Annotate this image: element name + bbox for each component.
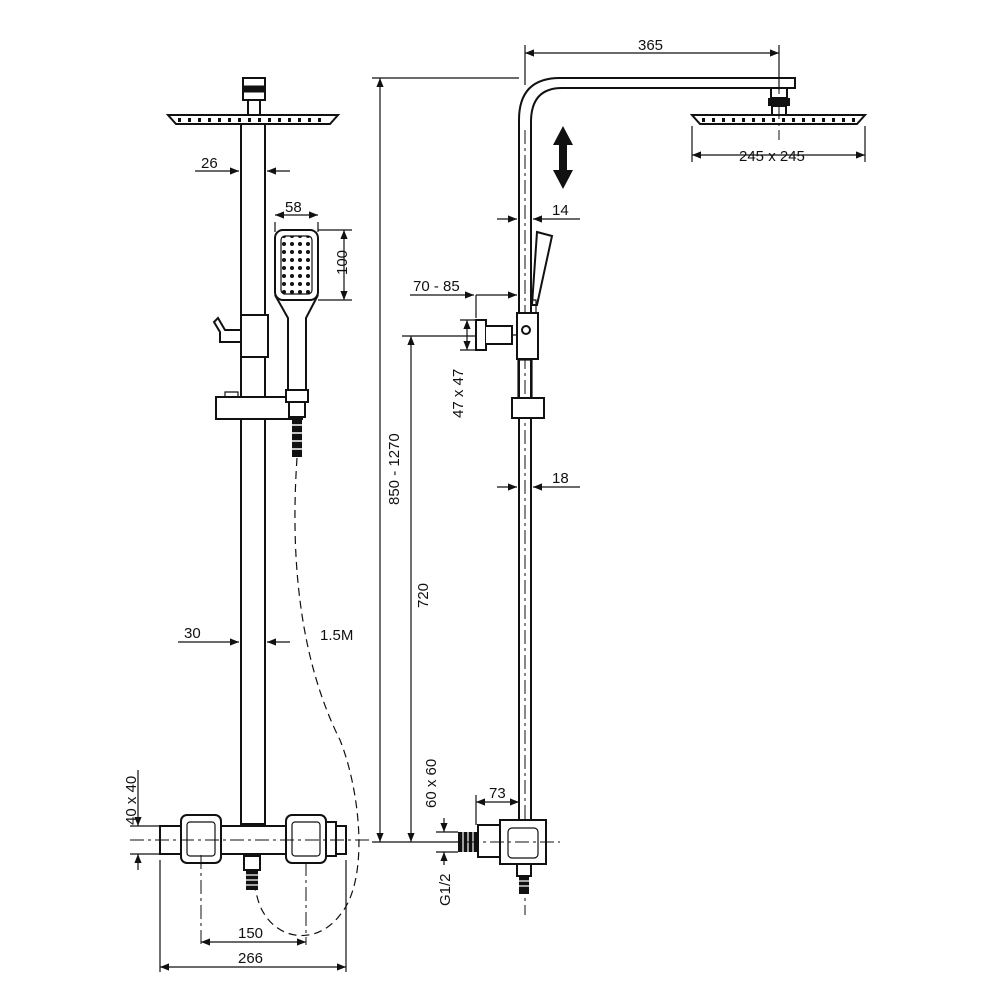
dim-hose-length: 1.5M: [320, 627, 353, 644]
dim-lower-pipe: 18: [497, 470, 580, 491]
dim-inlet-centers: 150: [201, 925, 306, 946]
svg-text:30: 30: [184, 625, 201, 642]
svg-text:18: 18: [552, 470, 569, 487]
dim-arm-reach: 365: [524, 37, 780, 90]
svg-text:G1/2: G1/2: [437, 873, 454, 906]
svg-text:58: 58: [285, 199, 302, 216]
dim-bracket-size: 47 x 47: [450, 319, 476, 418]
side-riser-and-arm: [518, 77, 796, 820]
front-view: 26 58 100 30 1.5M 40 x 40: [123, 77, 370, 972]
dim-wall-distance: 70 - 85: [410, 278, 517, 318]
dim-upper-pipe: 14: [497, 202, 580, 223]
svg-text:40 x 40: 40 x 40: [123, 776, 140, 825]
front-width-extension: [159, 860, 347, 972]
side-wall-bracket: [475, 312, 539, 360]
front-mixer: [159, 814, 347, 890]
svg-text:850 - 1270: 850 - 1270: [386, 433, 403, 505]
dim-mixer-width: 266: [160, 950, 346, 971]
side-hand-shower: [530, 230, 554, 315]
svg-text:70 - 85: 70 - 85: [413, 278, 460, 295]
svg-text:26: 26: [201, 155, 218, 172]
dim-handshower-height: 100: [318, 229, 352, 301]
svg-text:365: 365: [638, 37, 663, 54]
side-head-shower: [689, 80, 868, 140]
dim-mixer-block: 60 x 60: [423, 759, 440, 808]
dim-pipe-top: 26: [195, 155, 290, 175]
svg-text:266: 266: [238, 950, 263, 967]
side-view: 365 245 x 245 14 70 - 85 47 x 47: [372, 37, 868, 915]
dim-mixer-depth: 73: [475, 785, 519, 825]
dim-pipe-bottom: 30: [178, 625, 290, 646]
front-hand-shower: [274, 229, 319, 457]
svg-text:245 x 245: 245 x 245: [739, 148, 805, 165]
side-mixer: [458, 819, 547, 894]
front-diverter: [212, 314, 269, 358]
svg-text:14: 14: [552, 202, 569, 219]
svg-text:47 x 47: 47 x 47: [450, 369, 467, 418]
height-adjust-arrow-icon: [553, 126, 573, 189]
side-slider: [511, 359, 545, 419]
svg-text:720: 720: [415, 583, 432, 608]
front-head-shower: [165, 77, 341, 125]
dim-handshower-width: 58: [274, 199, 319, 232]
front-riser-pipe: [240, 123, 266, 825]
svg-text:73: 73: [489, 785, 506, 802]
dim-head-size: 245 x 245: [691, 126, 866, 165]
dim-overall-height: 850 - 1270: [372, 77, 519, 843]
dim-mixer-body: 40 x 40: [123, 770, 162, 870]
dim-thread: G1/2: [436, 818, 458, 906]
svg-text:100: 100: [334, 250, 351, 275]
dim-outlet-height: 720: [402, 335, 476, 842]
svg-text:150: 150: [238, 925, 263, 942]
